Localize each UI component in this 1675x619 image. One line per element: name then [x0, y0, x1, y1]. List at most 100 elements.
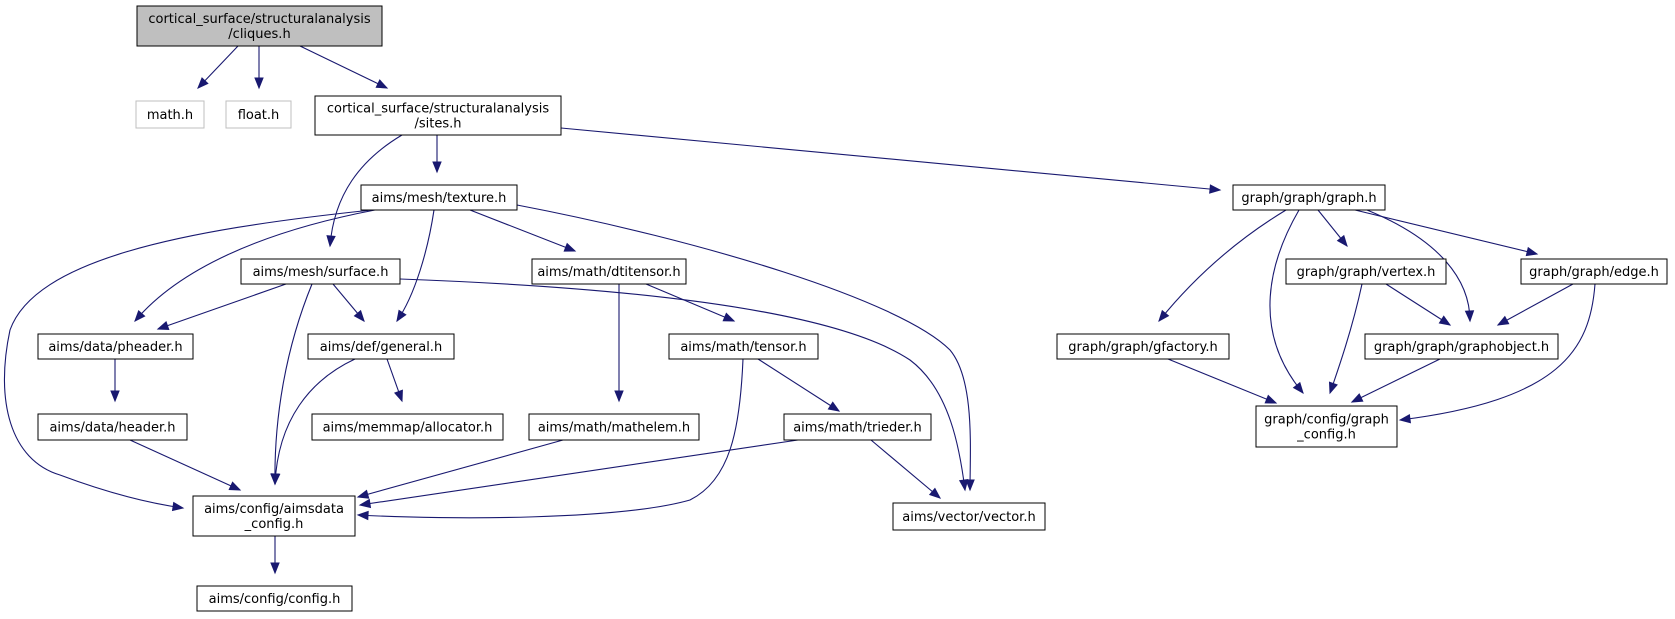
node-label: aims/vector/vector.h: [902, 510, 1035, 525]
edge-sites-to-texture: [432, 135, 442, 174]
node-trieder[interactable]: aims/math/trieder.h: [783, 413, 932, 441]
node-mathelem[interactable]: aims/math/mathelem.h: [528, 413, 700, 441]
node-pheader[interactable]: aims/data/pheader.h: [37, 333, 194, 360]
node-graph[interactable]: graph/graph/graph.h: [1232, 184, 1386, 211]
edge-edge-to-graphobject: [1496, 283, 1574, 326]
node-label: /cliques.h: [228, 27, 290, 42]
node-aimsdata-config[interactable]: aims/config/aimsdata_config.h: [192, 495, 356, 537]
edge-arrowhead: [270, 473, 281, 486]
edge-surface-to-aimsdata_config: [270, 283, 313, 486]
edge-line: [516, 204, 971, 491]
edge-cliques-to-math: [197, 45, 239, 89]
node-config[interactable]: aims/config/config.h: [196, 585, 353, 612]
edge-graph-to-vertex: [1317, 209, 1348, 248]
node-allocator[interactable]: aims/memmap/allocator.h: [311, 413, 504, 441]
node-label: float.h: [238, 108, 280, 123]
node-box: [240, 258, 401, 285]
node-label: cortical_surface/structuralanalysis: [148, 12, 371, 27]
node-graphobject[interactable]: graph/graph/graphobject.h: [1364, 333, 1559, 360]
node-tensor[interactable]: aims/math/tensor.h: [668, 333, 819, 360]
edge-arrowhead: [722, 312, 736, 322]
node-label: _config.h: [1296, 428, 1356, 443]
edge-line: [757, 358, 840, 412]
edge-dtitensor-to-tensor: [645, 283, 736, 322]
node-label: aims/def/general.h: [320, 340, 442, 355]
edge-texture-to-aimsdata_config: [3, 209, 373, 512]
edge-gfactory-to-graph_config: [1167, 358, 1278, 404]
edge-line: [1399, 283, 1596, 421]
node-box: [37, 333, 194, 360]
edge-arrowhead: [110, 390, 120, 403]
edge-arrowhead: [1158, 309, 1170, 323]
node-surface[interactable]: aims/mesh/surface.h: [240, 258, 401, 285]
edge-line: [357, 358, 744, 519]
edge-arrowhead: [134, 309, 146, 323]
node-dtitensor[interactable]: aims/math/dtitensor.h: [531, 258, 687, 285]
edge-graph-to-edge: [1354, 209, 1539, 257]
node-label: aims/math/mathelem.h: [538, 421, 690, 436]
edge-texture-to-pheader: [134, 209, 376, 323]
node-vertex[interactable]: graph/graph/vertex.h: [1285, 258, 1447, 285]
edge-line: [157, 283, 287, 330]
edge-line: [645, 283, 735, 322]
edge-line: [469, 209, 576, 252]
edge-arrowhead: [1209, 184, 1222, 194]
node-math: math.h: [135, 100, 205, 129]
edge-line: [1269, 209, 1304, 394]
edge-line: [1385, 283, 1451, 326]
node-label: _config.h: [244, 517, 304, 532]
edge-arrowhead: [396, 309, 407, 323]
edge-arrowhead: [563, 242, 577, 252]
node-header[interactable]: aims/data/header.h: [37, 413, 188, 441]
node-general[interactable]: aims/def/general.h: [307, 333, 455, 360]
edge-arrowhead: [171, 501, 185, 512]
edge-arrowhead: [228, 481, 242, 491]
node-label: aims/mesh/surface.h: [253, 265, 389, 280]
edge-line: [299, 45, 388, 89]
node-label: /sites.h: [414, 117, 461, 132]
node-label: graph/graph/vertex.h: [1297, 265, 1436, 280]
node-edge[interactable]: graph/graph/edge.h: [1520, 258, 1668, 285]
node-box: [783, 413, 932, 441]
node-label: aims/data/pheader.h: [48, 340, 182, 355]
node-cliques[interactable]: cortical_surface/structuralanalysis/cliq…: [136, 5, 383, 47]
edge-arrowhead: [270, 562, 280, 575]
node-texture[interactable]: aims/mesh/texture.h: [360, 184, 518, 211]
edge-arrowhead: [353, 309, 365, 323]
node-sites[interactable]: cortical_surface/structuralanalysis/site…: [314, 95, 562, 136]
node-graph-config[interactable]: graph/config/graph_config.h: [1255, 405, 1398, 448]
edge-texture-to-dtitensor: [469, 209, 577, 252]
node-box: [37, 413, 188, 441]
edge-arrowhead: [965, 479, 975, 492]
edge-edge-to-graph_config: [1398, 283, 1596, 424]
node-box: [668, 333, 819, 360]
edge-sites-to-surface: [326, 134, 403, 248]
edge-line: [274, 283, 313, 485]
edge-sites-to-graph: [560, 127, 1222, 194]
edge-arrowhead: [1464, 310, 1475, 323]
edge-arrowhead: [1336, 234, 1348, 248]
node-gfactory[interactable]: graph/graph/gfactory.h: [1056, 333, 1230, 360]
edge-arrowhead: [197, 77, 209, 89]
node-box: [311, 413, 504, 441]
edge-vertex-to-graph_config: [1328, 283, 1363, 395]
edge-general-to-allocator: [386, 358, 403, 403]
edge-line: [1354, 209, 1538, 255]
node-vector[interactable]: aims/vector/vector.h: [892, 502, 1046, 531]
edge-arrowhead: [827, 401, 841, 412]
edge-surface-to-general: [332, 283, 365, 323]
node-box: [360, 184, 518, 211]
node-label: graph/graph/gfactory.h: [1068, 340, 1217, 355]
edge-arrowhead: [1398, 413, 1412, 424]
node-label: aims/math/dtitensor.h: [537, 265, 680, 280]
node-label: aims/data/header.h: [49, 421, 175, 436]
edge-line: [274, 358, 356, 485]
edge-line: [357, 439, 564, 498]
edge-arrowhead: [1438, 315, 1452, 326]
node-box: [1285, 258, 1447, 285]
node-label: graph/graph/edge.h: [1529, 265, 1659, 280]
node-box: [1056, 333, 1230, 360]
node-label: aims/config/config.h: [209, 592, 341, 607]
edge-general-to-aimsdata_config: [270, 358, 356, 486]
node-box: [1520, 258, 1668, 285]
